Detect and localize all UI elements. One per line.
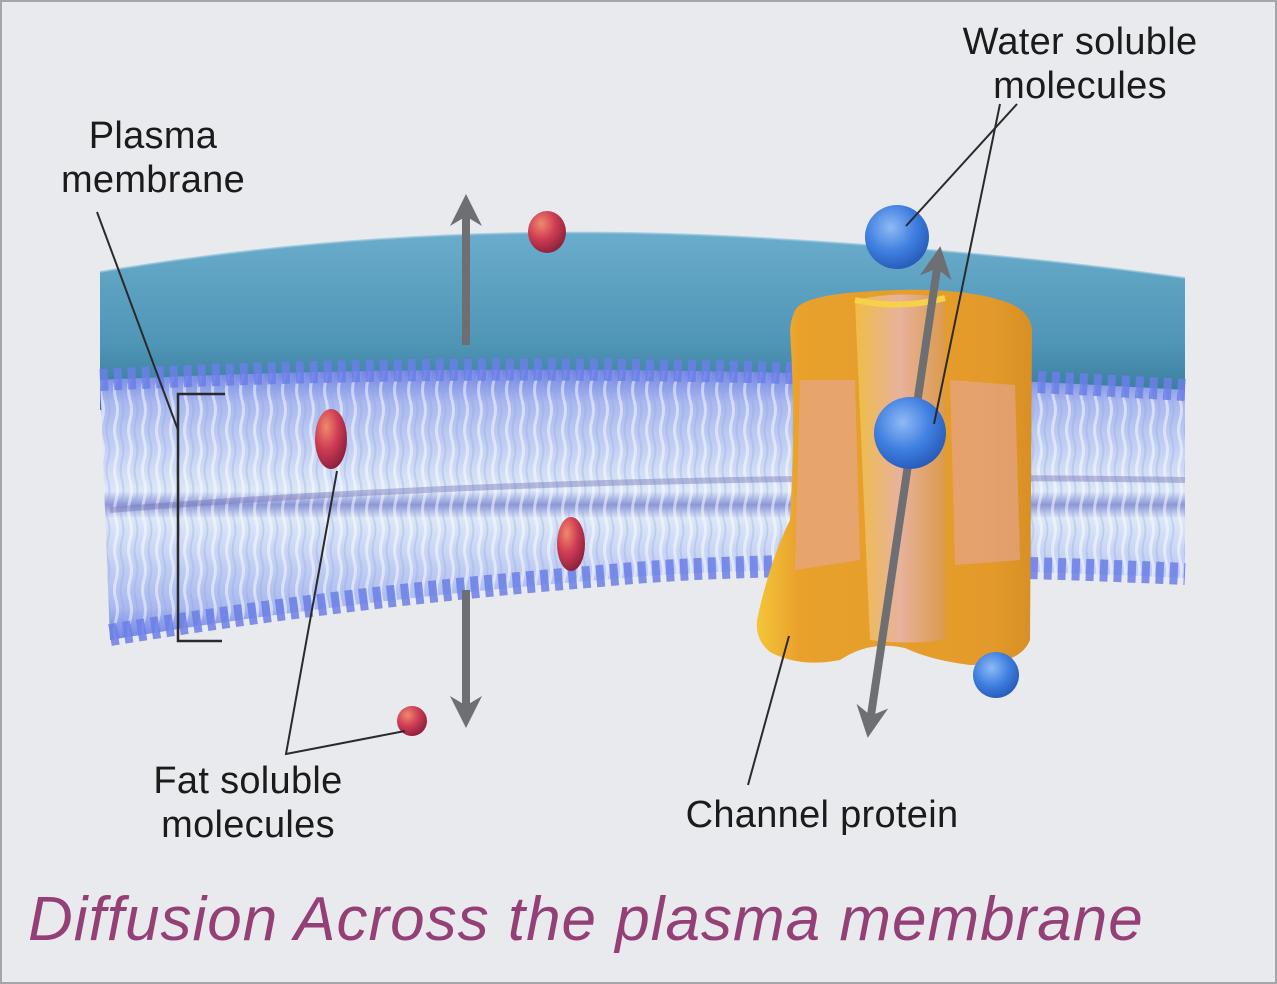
fat-soluble-label: Fat soluble molecules: [153, 760, 343, 846]
fat-molecule: [557, 517, 585, 571]
water-molecule: [865, 205, 929, 269]
fat-molecule: [397, 706, 427, 736]
channel-protein-label: Channel protein: [685, 794, 959, 836]
channel-protein: [756, 289, 1032, 665]
water-soluble-label: Water soluble molecules: [962, 21, 1198, 107]
plasma-membrane-leader: [96, 211, 179, 431]
diagram-title: Diffusion Across the plasma membrane: [28, 885, 1144, 954]
water-diffusion-arrow: [856, 246, 952, 738]
fat-molecule: [528, 211, 566, 253]
water-molecule: [973, 652, 1019, 698]
plasma-membrane-label: Plasma membrane: [60, 115, 246, 201]
membrane-bracket: [176, 392, 225, 643]
water-soluble-leaders: [905, 103, 1018, 425]
water-molecule: [874, 397, 946, 469]
fat-soluble-leaders: [284, 470, 406, 756]
channel-protein-leader: [747, 635, 790, 786]
fat-molecule: [315, 409, 347, 469]
